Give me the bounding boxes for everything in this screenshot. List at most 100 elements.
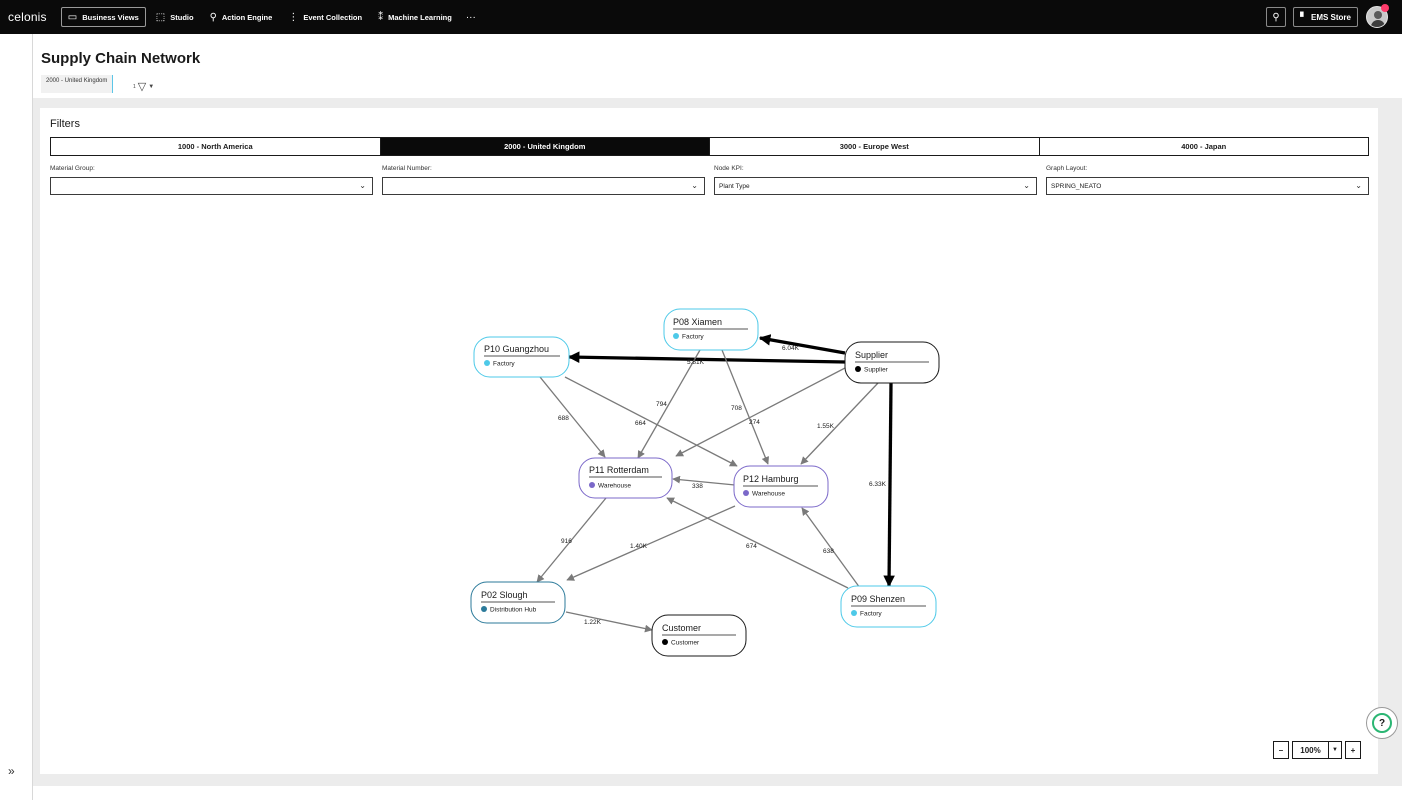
graph-node-p10[interactable]: P10 Guangzhou Factory <box>473 336 570 378</box>
edge-supplier-p08[interactable] <box>758 334 846 355</box>
node-type-dot <box>481 606 487 612</box>
graph-edge-labels: 6.04K 5.81K 6.33K 1.55K 274 794 708 688 … <box>558 345 887 626</box>
graph-node-p08[interactable]: P08 Xiamen Factory <box>663 308 759 351</box>
graph-node-customer[interactable]: Customer Customer <box>651 614 747 657</box>
filter-count: 1 <box>133 83 136 90</box>
edge-label: 6.33K <box>869 481 887 488</box>
more-icon[interactable]: ··· <box>465 11 476 23</box>
edge-supplier-p09[interactable] <box>883 382 895 588</box>
graph-layout-select[interactable]: SPRING_NEATO ⌄ <box>1046 177 1369 195</box>
node-title: P12 Hamburg <box>743 474 799 484</box>
nav-label: Event Collection <box>303 12 363 22</box>
graph-node-p02[interactable]: P02 Slough Distribution Hub <box>470 581 566 624</box>
graph-node-supplier[interactable]: Supplier Supplier <box>844 341 940 384</box>
nav-studio[interactable]: ⬚ Studio <box>150 7 200 27</box>
search-icon: ⚲ <box>1272 11 1280 23</box>
page-title: Supply Chain Network <box>41 50 201 67</box>
node-type: Warehouse <box>752 491 785 498</box>
graph-node-p09[interactable]: P09 Shenzen Factory <box>840 585 937 628</box>
edge-p09-p12[interactable] <box>801 507 861 589</box>
zoom-out-button[interactable]: – <box>1273 741 1289 759</box>
chevron-down-icon: ⌄ <box>359 181 366 190</box>
topbar-right-controls: ⚲ ▘ EMS Store <box>1266 6 1388 28</box>
node-title: Customer <box>662 623 701 633</box>
event-collection-icon: ⋮ <box>288 11 299 23</box>
edge-label: 916 <box>561 538 572 545</box>
node-title: P10 Guangzhou <box>484 344 549 354</box>
nav-label: Business Views <box>82 12 139 22</box>
edge-p10-p12[interactable] <box>564 376 738 467</box>
chevron-down-icon: ⌄ <box>1355 181 1362 190</box>
notification-badge <box>1381 4 1389 12</box>
edge-label: 688 <box>558 415 569 422</box>
node-type: Warehouse <box>598 483 631 490</box>
edge-label: 674 <box>746 543 757 550</box>
nav-event-collection[interactable]: ⋮ Event Collection <box>282 7 368 27</box>
nav-action-engine[interactable]: ⚲ Action Engine <box>204 7 279 27</box>
edge-label: 638 <box>823 548 834 555</box>
help-icon: ? <box>1372 713 1392 733</box>
edge-p12-p11[interactable] <box>672 475 736 486</box>
dropdown-label: Material Group: <box>50 165 95 172</box>
edge-p08-p11[interactable] <box>637 349 701 459</box>
region-tag-chip[interactable]: 2000 - United Kingdom <box>41 75 114 93</box>
edge-label: 708 <box>731 405 742 412</box>
edge-p09-p11[interactable] <box>666 497 849 589</box>
material-group-select[interactable]: ⌄ <box>50 177 373 195</box>
node-title: P02 Slough <box>481 590 528 600</box>
nav-label: Studio <box>170 12 194 22</box>
tab-europe-west[interactable]: 3000 - Europe West <box>710 138 1040 155</box>
material-number-select[interactable]: ⌄ <box>382 177 705 195</box>
filter-icon: ▽ <box>137 81 147 93</box>
edge-label: 1.40K <box>630 543 648 550</box>
nav-machine-learning[interactable]: ⁑ Machine Learning <box>372 7 458 27</box>
chevron-down-icon: ⌄ <box>1023 181 1030 190</box>
material-group-filter: Material Group: ⌄ <box>50 165 373 195</box>
edge-p02-customer[interactable] <box>565 611 653 633</box>
edge-label: 274 <box>749 419 760 426</box>
node-title: P08 Xiamen <box>673 317 722 327</box>
node-type-dot <box>851 610 857 616</box>
node-title: Supplier <box>855 350 888 360</box>
top-navigation-bar: celonis ▭ Business Views ⬚ Studio ⚲ Acti… <box>0 0 1402 34</box>
node-type: Distribution Hub <box>490 607 537 614</box>
node-type-dot <box>662 639 668 645</box>
machine-learning-icon: ⁑ <box>378 11 384 23</box>
graph-node-p12[interactable]: P12 Hamburg Warehouse <box>733 465 829 508</box>
expand-sidebar-icon[interactable]: » <box>8 764 15 778</box>
region-tabs: 1000 - North America 2000 - United Kingd… <box>50 137 1369 156</box>
store-icon: ▘ <box>1300 11 1307 22</box>
zoom-dropdown-button[interactable]: ▼ <box>1328 741 1342 759</box>
edge-supplier-p11[interactable] <box>675 367 846 457</box>
node-title: P11 Rotterdam <box>589 465 649 475</box>
ems-store-button[interactable]: ▘ EMS Store <box>1293 7 1358 27</box>
celonis-logo[interactable]: celonis <box>8 10 47 24</box>
zoom-in-button[interactable]: + <box>1345 741 1361 759</box>
edge-p08-p12[interactable] <box>721 349 769 465</box>
search-button[interactable]: ⚲ <box>1266 7 1287 27</box>
dashboard-icon: ▭ <box>67 11 78 23</box>
node-type-dot <box>743 490 749 496</box>
node-type: Factory <box>682 334 704 341</box>
edge-p11-p02[interactable] <box>536 497 607 583</box>
nav-label: Action Engine <box>221 12 273 22</box>
zoom-level[interactable]: 100% <box>1292 741 1328 759</box>
help-button[interactable]: ? <box>1366 707 1398 739</box>
tab-japan[interactable]: 4000 - Japan <box>1181 142 1227 151</box>
edge-p10-p11[interactable] <box>539 376 606 458</box>
edge-supplier-p10[interactable] <box>567 351 846 364</box>
graph-node-p11[interactable]: P11 Rotterdam Warehouse <box>578 457 673 499</box>
ems-store-label: EMS Store <box>1310 12 1351 22</box>
dropdown-label: Material Number: <box>382 165 432 172</box>
nav-label: Machine Learning <box>388 12 452 22</box>
zoom-control: – 100% ▼ + <box>1273 741 1361 759</box>
node-type-dot <box>589 482 595 488</box>
tab-north-america[interactable]: 1000 - North America <box>51 138 381 155</box>
nav-business-views[interactable]: ▭ Business Views <box>60 7 146 27</box>
tab-united-kingdom[interactable]: 2000 - United Kingdom <box>380 138 710 155</box>
edge-supplier-p12[interactable] <box>800 382 879 465</box>
node-type: Customer <box>671 640 700 647</box>
node-kpi-select[interactable]: Plant Type ⌄ <box>714 177 1037 195</box>
edge-label: 664 <box>635 420 646 427</box>
filter-control[interactable]: 1 ▽ ▼ <box>133 80 154 93</box>
